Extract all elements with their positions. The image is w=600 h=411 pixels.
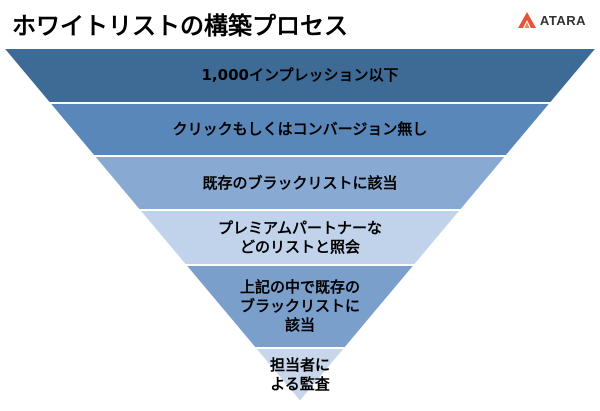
funnel-level-5	[182, 264, 418, 349]
logo-text: ATARA	[539, 12, 586, 28]
atara-logo-icon	[517, 12, 536, 28]
funnel-level-3	[91, 155, 509, 211]
funnel-level-1	[0, 47, 600, 104]
funnel-level-2	[46, 102, 554, 157]
page-title: ホワイトリストの構築プロセス	[12, 12, 348, 40]
funnel-level-6	[252, 347, 348, 404]
funnel-level-4	[136, 209, 464, 266]
logo: ATARA	[517, 12, 586, 28]
